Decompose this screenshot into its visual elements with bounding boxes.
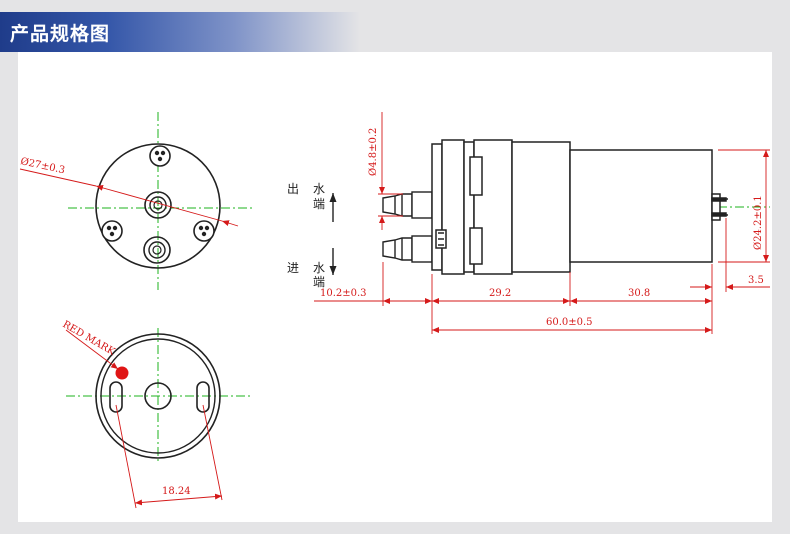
motor-body: [569, 149, 728, 263]
front-screw-left: [101, 220, 123, 242]
total-length-label: 60.0±0.5: [546, 317, 593, 328]
back-center-hole: [144, 382, 172, 410]
header-gradient: [0, 12, 360, 52]
hole-spacing-label: 18.24: [162, 486, 191, 497]
inlet-label-char-3: 端: [313, 275, 325, 289]
port-diameter-label: Ø4.8±0.2: [368, 128, 379, 176]
back-hole-spacing-dimension: 18.24: [115, 404, 223, 509]
port-length-label: 10.2±0.3: [320, 288, 367, 299]
port-diameter-dimension: Ø4.8±0.2: [368, 112, 403, 230]
inlet-port: [382, 235, 433, 263]
front-screw-right: [193, 220, 215, 242]
page-title: 产品规格图: [10, 23, 111, 45]
outlet-label-group: 出 水 端: [287, 182, 337, 222]
length-dimensions-row1: 10.2±0.3 29.2 30.8: [314, 288, 712, 304]
front-body-outline: [95, 143, 221, 269]
back-inner-ring: [100, 338, 216, 454]
terminal-dimension: 3.5: [690, 275, 770, 290]
motor-length-label: 30.8: [628, 288, 650, 299]
inlet-label-char-2: 水: [313, 261, 325, 275]
red-mark-dot: [115, 366, 129, 380]
front-port-inlet: [143, 236, 171, 264]
red-mark-label: RED MARK: [61, 319, 118, 358]
outlet-port: [382, 191, 433, 219]
back-slot-left: [109, 381, 123, 413]
inlet-label-group: 进 水 端: [287, 248, 337, 289]
back-outer-ring: [95, 333, 221, 459]
terminal-length-label: 3.5: [748, 275, 764, 286]
total-length-dimension: 60.0±0.5: [432, 317, 712, 333]
body-diameter-dimension: Ø24.2±0.1: [718, 149, 770, 263]
back-view: RED MARK 18.24: [61, 319, 250, 509]
front-diameter-label: Ø27±0.3: [19, 156, 66, 176]
drawing-panel: [18, 52, 772, 522]
body-diameter-label: Ø24.2±0.1: [753, 195, 764, 250]
back-centerlines: [66, 328, 250, 462]
front-screw-top: [149, 145, 171, 167]
front-view: Ø27±0.3: [19, 112, 254, 290]
outlet-label-char-2: 水: [313, 182, 325, 196]
header-bar: 产品规格图: [0, 12, 790, 52]
side-view: Ø4.8±0.2 Ø24.2±0.1 10.2±0.3 29.2 30.8: [287, 112, 770, 334]
pump-head-length-label: 29.2: [489, 288, 511, 299]
back-slot-right: [196, 381, 210, 413]
inlet-label-char-1: 进: [287, 261, 299, 275]
outlet-label-char-3: 端: [313, 197, 325, 211]
pump-head: [431, 139, 571, 275]
outlet-label-char-1: 出: [287, 182, 299, 196]
